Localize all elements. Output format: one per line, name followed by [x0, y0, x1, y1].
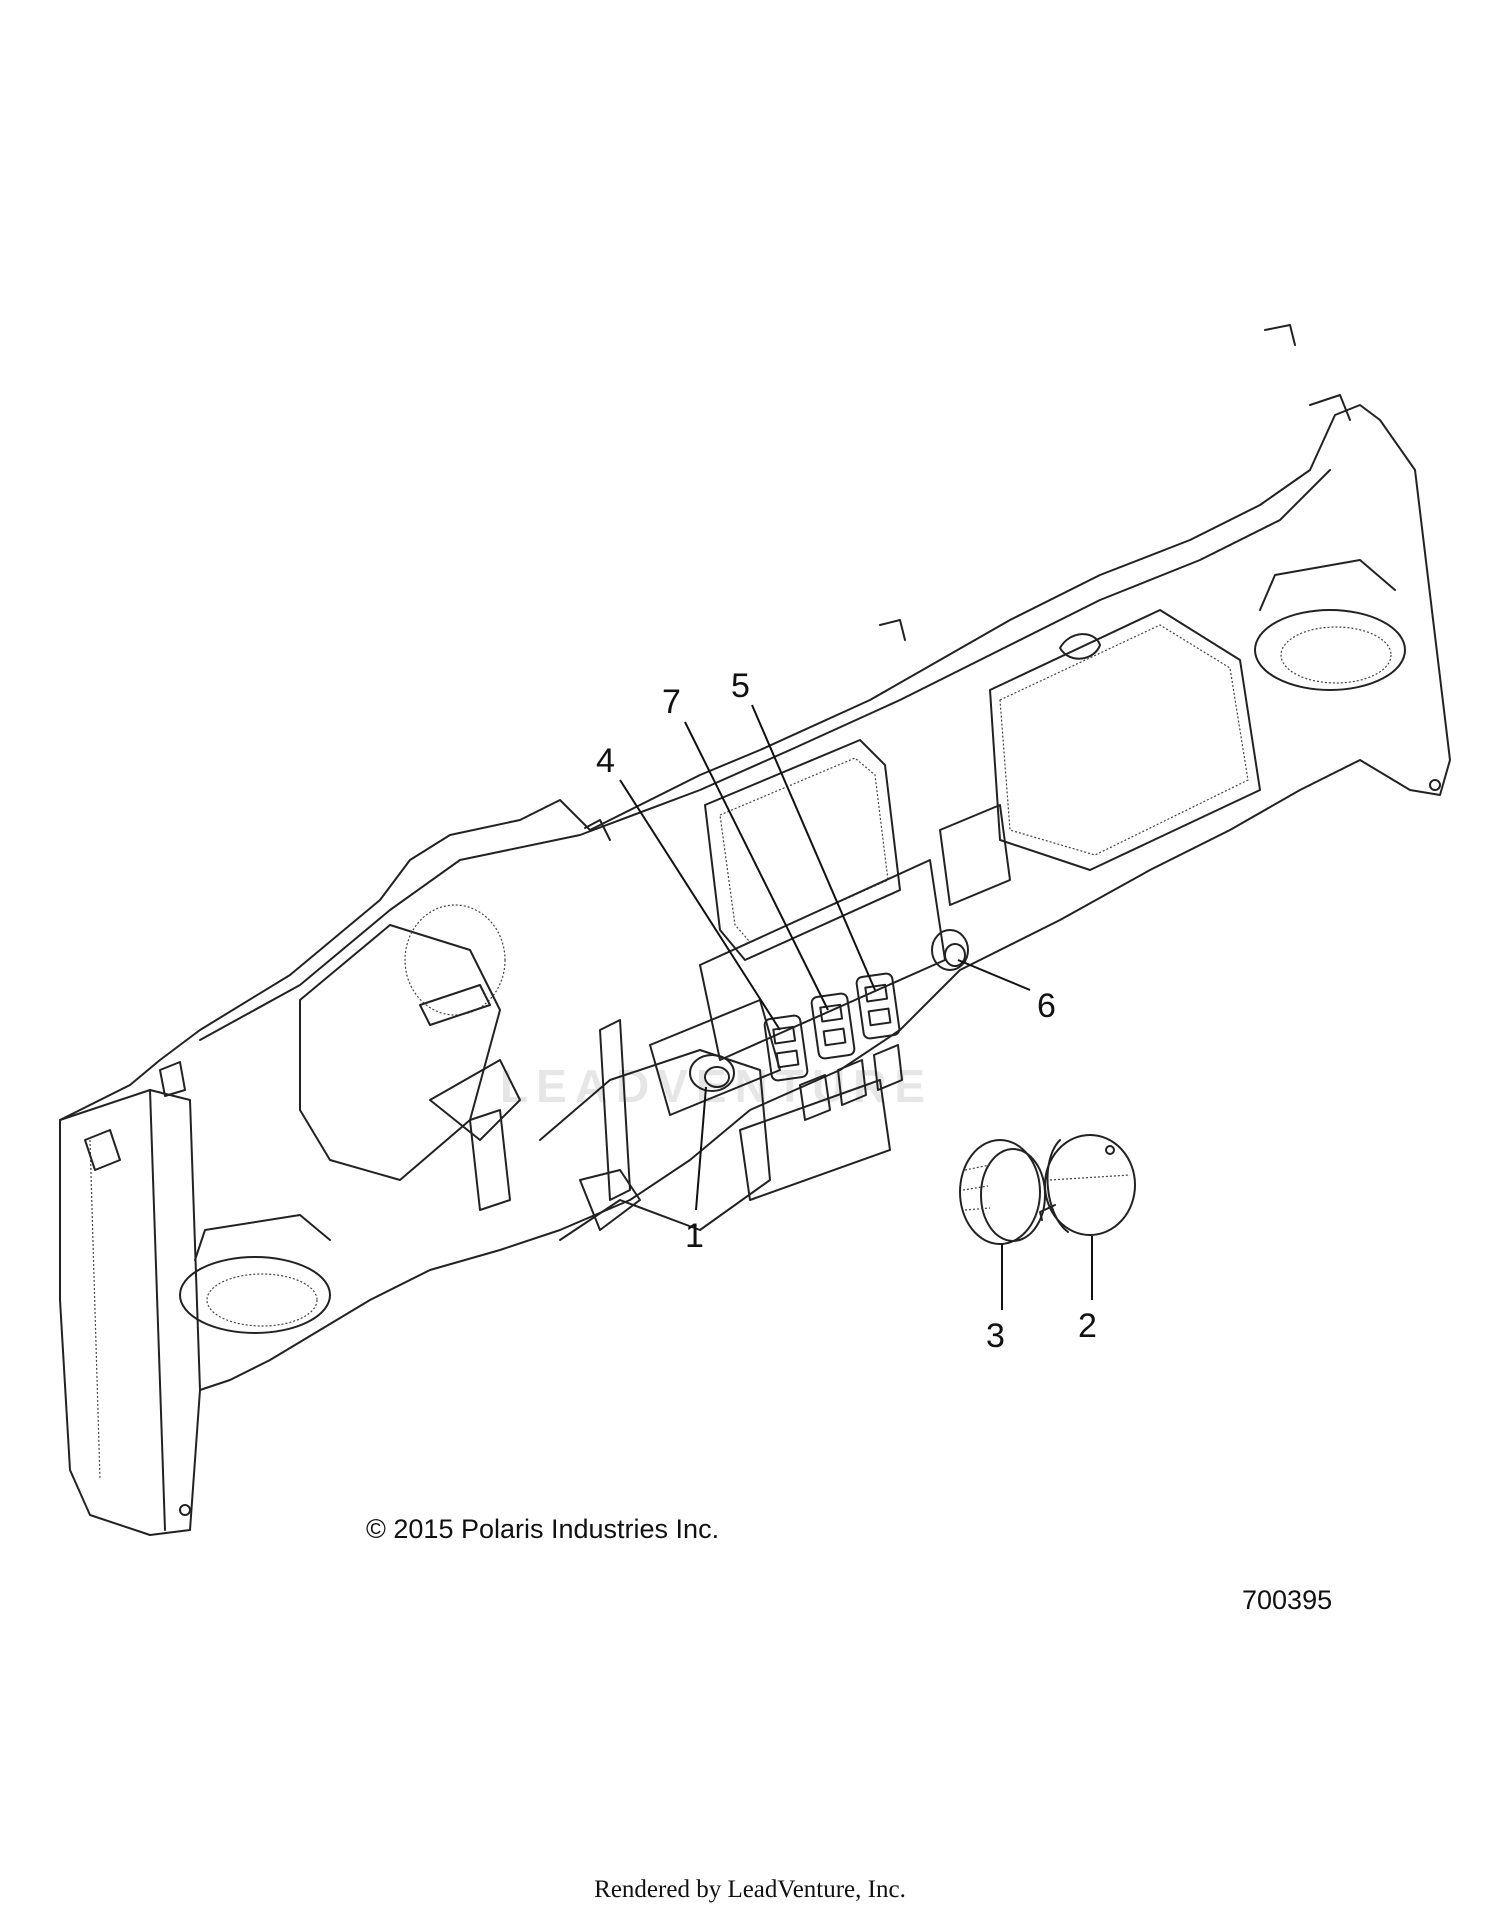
drawing-number: 700395 [1242, 1585, 1333, 1615]
leader-4 [619, 779, 781, 1031]
rocker-switch-7 [810, 992, 856, 1060]
gauge-meter [1039, 1134, 1136, 1236]
callout-5: 5 [731, 667, 750, 705]
callout-6: 6 [1037, 987, 1056, 1025]
dashboard-panel [59, 324, 1451, 1536]
leader-1 [695, 1086, 707, 1211]
rocker-switch-4 [763, 1014, 809, 1082]
leader-lines [619, 704, 1093, 1310]
callout-1: 1 [685, 1217, 704, 1255]
callout-7: 7 [662, 683, 681, 721]
power-outlet [931, 929, 969, 971]
callout-2: 2 [1078, 1307, 1097, 1345]
leader-7 [684, 721, 829, 1011]
leader-5 [751, 704, 876, 991]
render-credit: Rendered by LeadVenture, Inc. [594, 1876, 906, 1903]
rocker-switch-5 [855, 972, 901, 1040]
callout-3: 3 [986, 1317, 1005, 1355]
copyright-notice: © 2015 Polaris Industries Inc. [366, 1514, 720, 1544]
callout-4: 4 [596, 742, 615, 780]
ignition-switch [689, 1054, 735, 1092]
retaining-ring [959, 1139, 1046, 1245]
leader-6 [957, 959, 1031, 991]
